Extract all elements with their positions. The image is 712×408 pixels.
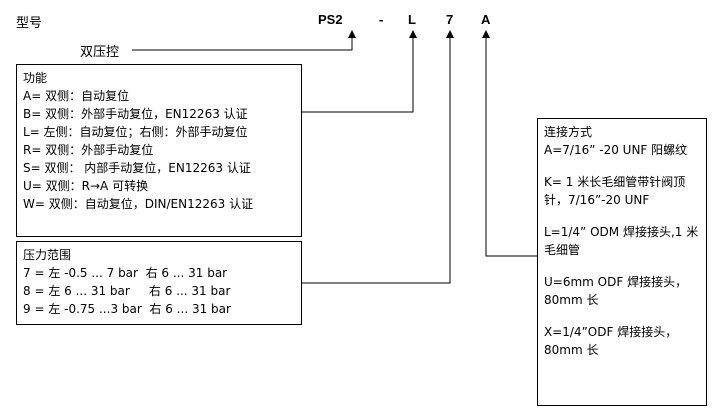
code-l: L — [408, 12, 416, 27]
leader-connection — [485, 38, 537, 257]
function-line-u: U= 双侧：R→A 可转换 — [23, 179, 149, 193]
pressure-title: 压力范围 — [23, 248, 72, 262]
dual-pressure-label: 双压控 — [80, 45, 120, 60]
function-line-r: R= 双侧：外部手动复位 — [23, 143, 154, 157]
arrowhead-a — [482, 30, 490, 38]
arrowhead-l — [409, 30, 417, 38]
code-ps2: PS2 — [318, 12, 343, 27]
code-a: A — [481, 12, 491, 27]
function-line-w: W= 双侧：自动复位，DIN/EN12263 认证 — [23, 197, 254, 211]
pressure-range-box: 压力范围 7 = 左 -0.5 ... 7 bar 右 6 ... 31 bar… — [16, 241, 302, 325]
function-line-s: S= 双侧： 内部手动复位，EN12263 认证 — [23, 161, 251, 175]
function-title: 功能 — [23, 71, 48, 85]
code-dash: - — [379, 12, 384, 27]
arrowhead-7 — [446, 30, 454, 38]
leader-dual-pressure — [132, 38, 353, 51]
pressure-line-8: 8 = 左 6 ... 31 bar 右 6 ... 31 bar — [23, 284, 231, 298]
pressure-line-7: 7 = 左 -0.5 ... 7 bar 右 6 ... 31 bar — [23, 266, 228, 280]
connection-box: 连接方式 A=7/16” -20 UNF 阳螺纹 K= 1 米长毛细管带针阀顶针… — [537, 118, 707, 406]
code-7: 7 — [446, 12, 454, 27]
connection-item-l: L=1/4” ODM 焊接接头,1 米毛细管 — [544, 225, 699, 257]
connection-title: 连接方式 — [544, 125, 593, 139]
arrowhead-ps2 — [348, 30, 356, 38]
model-label: 型号 — [16, 16, 43, 31]
connection-item-x: X=1/4”ODF 焊接接头，80mm 长 — [544, 325, 678, 357]
leader-function — [302, 38, 414, 113]
function-box: 功能 A= 双侧：自动复位 B= 双侧：外部手动复位，EN12263 认证 L=… — [16, 64, 302, 237]
connection-item-u: U=6mm ODF 焊接接头，80mm 长 — [544, 275, 688, 307]
connection-item-k: K= 1 米长毛细管带针阀顶针，7/16”-20 UNF — [544, 175, 686, 207]
function-line-a: A= 双侧：自动复位 — [23, 89, 130, 103]
function-line-l: L= 左侧：自动复位；右侧：外部手动复位 — [23, 125, 248, 139]
function-line-b: B= 双侧：外部手动复位，EN12263 认证 — [23, 107, 248, 121]
pressure-line-9: 9 = 左 -0.75 ...3 bar 右 6 ... 31 bar — [23, 302, 231, 316]
connection-item-a: A=7/16” -20 UNF 阳螺纹 — [544, 143, 688, 157]
leader-pressure — [302, 38, 451, 284]
